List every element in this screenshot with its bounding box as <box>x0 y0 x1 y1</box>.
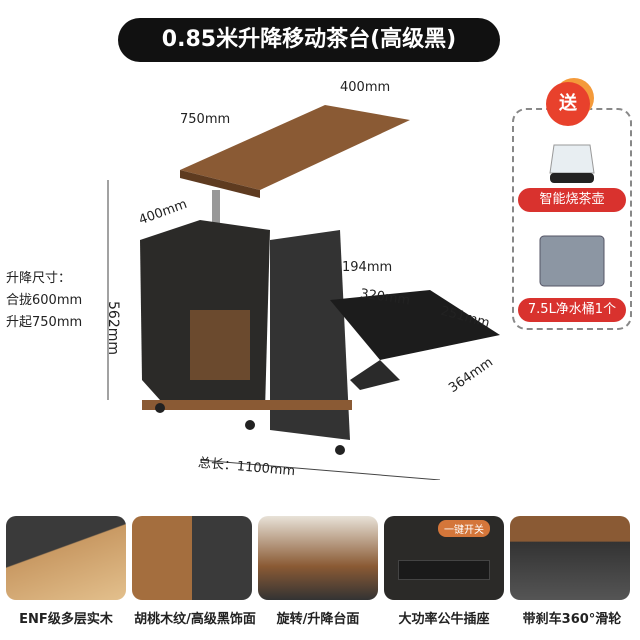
lift-column <box>212 190 220 230</box>
spec-label: 升降尺寸： <box>6 271 72 286</box>
socket-strip <box>398 560 490 580</box>
tea-tray-shelf <box>330 290 500 360</box>
feature-thumb-finish <box>132 516 252 600</box>
gift-bucket-label: 7.5L净水桶1个 <box>518 298 626 322</box>
extension-board <box>350 360 400 390</box>
feature-label: 胡桃木纹/高级黑饰面 <box>134 612 256 627</box>
dim-top-length: 750mm <box>180 112 231 127</box>
water-bucket-image <box>539 235 605 287</box>
feature-label: 大功率公牛插座 <box>398 612 490 627</box>
feature-label: 旋转/升降台面 <box>276 612 360 627</box>
caster-wheel <box>155 403 165 413</box>
feature-thumb-plywood <box>6 516 126 600</box>
feature-thumb-caster <box>510 516 630 600</box>
dim-height: 562mm <box>105 301 121 355</box>
kettle-image <box>549 144 595 183</box>
feature-label: ENF级多层实木 <box>19 612 113 627</box>
one-key-switch-tag: 一键开关 <box>438 520 490 537</box>
lift-specs: 升降尺寸： 合拢600mm 升起750mm <box>6 268 82 334</box>
tea-table-illustration <box>107 105 500 480</box>
feature-thumb-socket: 一键开关 <box>384 516 504 600</box>
feature-thumb-rotate <box>258 516 378 600</box>
feature-label: 带刹车360°滑轮 <box>522 612 622 627</box>
table-top <box>180 105 410 190</box>
dim-top-width: 400mm <box>340 80 391 95</box>
spec-closed: 合拢600mm <box>6 293 83 308</box>
spec-raised: 升起750mm <box>6 315 83 330</box>
side-cabinet <box>270 230 350 440</box>
gift-badge: 送 <box>546 82 590 126</box>
product-title: 0.85米升降移动茶台(高级黑) <box>118 18 500 62</box>
dim-shelf-height: 194mm <box>342 260 393 275</box>
gift-kettle-label: 智能烧茶壶 <box>518 188 626 212</box>
